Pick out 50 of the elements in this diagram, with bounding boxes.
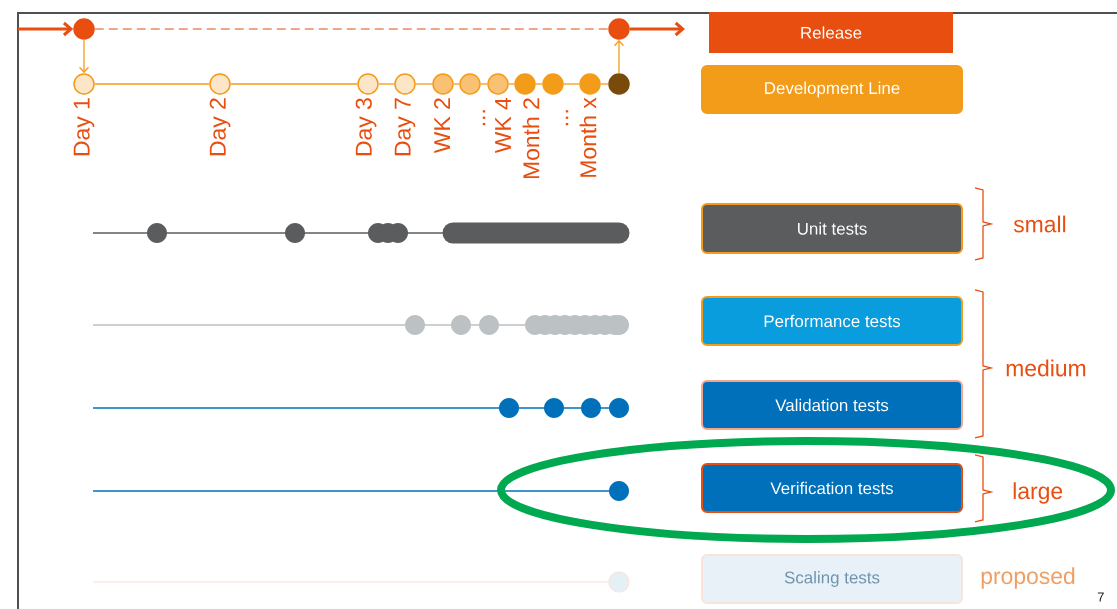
- arrow: [629, 21, 685, 37]
- connector-line: [94, 83, 210, 85]
- timeline-dot: [542, 73, 564, 95]
- connector-line: [508, 83, 515, 85]
- timeline-label: ...: [482, 110, 486, 126]
- connector-line: [453, 83, 460, 85]
- label-box: Verification tests: [701, 463, 963, 513]
- label-box: Validation tests: [701, 380, 963, 430]
- timeline-label: WK 4: [495, 97, 511, 154]
- label-box: Release: [709, 12, 953, 53]
- label-box: Unit tests: [701, 203, 963, 254]
- label-box: Scaling tests: [701, 554, 963, 604]
- connector-line: [378, 83, 395, 85]
- connector-line: [600, 83, 609, 85]
- timeline-dot: [357, 73, 379, 95]
- timeline-dot: [608, 73, 630, 95]
- timeline-label: Month 2: [522, 98, 540, 179]
- arrow: [78, 39, 90, 74]
- timeline-dot: [487, 73, 509, 95]
- timeline-dot: [394, 73, 416, 95]
- timeline-label: Month x: [579, 97, 597, 177]
- label-box: Development Line: [701, 65, 963, 114]
- size-label: small: [1013, 215, 1066, 233]
- timeline-dot: [73, 18, 95, 40]
- size-label: medium: [1006, 359, 1086, 377]
- timeline-label: Day 1: [73, 98, 95, 156]
- timeline-label: WK 2: [434, 98, 450, 154]
- connector-line: [230, 83, 358, 85]
- timeline-dot: [459, 73, 481, 95]
- timeline-label: Day 2: [209, 98, 231, 156]
- timeline-label: Day 7: [394, 98, 416, 156]
- timeline-dot: [514, 73, 536, 95]
- timeline-label: ...: [565, 110, 569, 126]
- timeline-dot: [209, 73, 231, 95]
- page-number: 7: [1097, 592, 1104, 602]
- size-label: large: [1013, 482, 1063, 504]
- size-label: proposed: [981, 567, 1075, 589]
- timeline-dot: [432, 73, 454, 95]
- connector-line: [94, 28, 609, 30]
- arrow: [18, 21, 74, 37]
- connector-line: [535, 83, 543, 85]
- connector-line: [415, 83, 433, 85]
- timeline-dot: [73, 73, 95, 95]
- connector-line: [480, 83, 488, 85]
- timeline-dot: [579, 73, 601, 95]
- arrow: [613, 39, 625, 74]
- label-box: Performance tests: [701, 296, 963, 346]
- connector-line: [563, 83, 580, 85]
- timeline-dot: [608, 18, 630, 40]
- timeline-label: Day 3: [355, 98, 377, 156]
